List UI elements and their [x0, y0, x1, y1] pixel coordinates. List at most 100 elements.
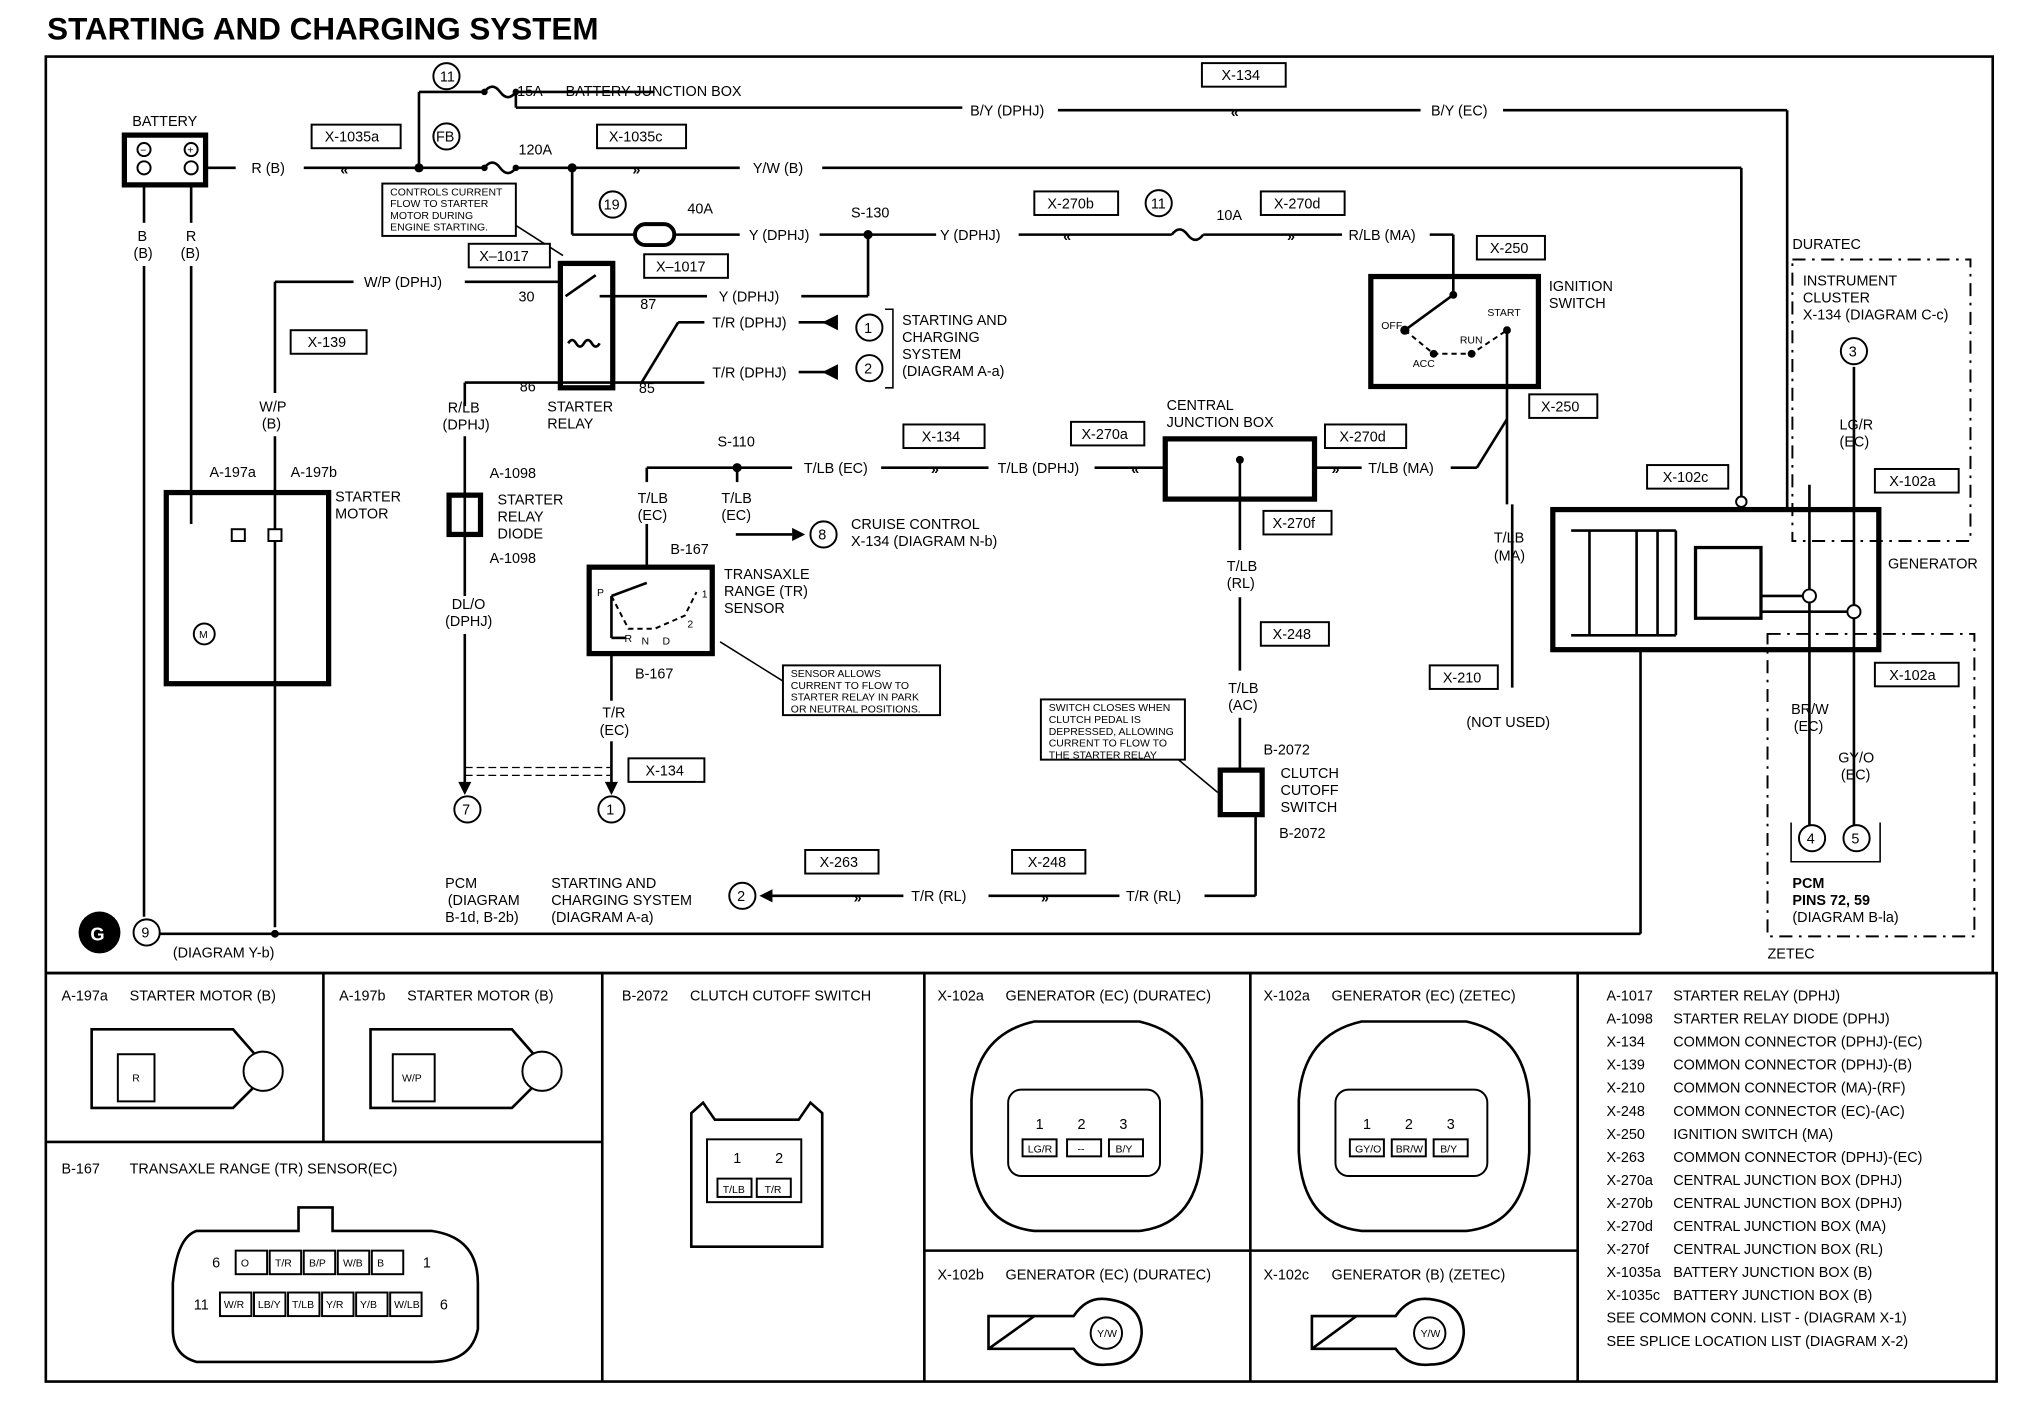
wire-label: B/Y (DPHJ): [970, 103, 1044, 119]
component-label: STARTER: [498, 492, 564, 508]
circle-ref-label: 1: [864, 321, 872, 337]
fb-label: FB: [436, 130, 454, 146]
wire-label: Y (DPHJ): [940, 228, 1001, 244]
legend-description: COMMON CONNECTOR (DPHJ)-(EC): [1673, 1035, 1922, 1051]
reference-label: CRUISE CONTROL: [851, 517, 980, 533]
wire-label: T/LB: [721, 491, 751, 507]
pin-cell: [287, 1291, 321, 1318]
svg-text:N: N: [642, 636, 650, 647]
wire-label: R/LB (MA): [1349, 228, 1416, 244]
legend-code: A-1017: [1606, 989, 1652, 1005]
reference-label: B-1d, B-2b): [445, 910, 519, 926]
svg-text:Y/W: Y/W: [1097, 1329, 1117, 1340]
pin-cell: [268, 1249, 303, 1276]
wire-label: B/Y (EC): [1431, 103, 1488, 119]
legend-description: BATTERY JUNCTION BOX (B): [1673, 1288, 1872, 1304]
wire-label: (EC): [721, 508, 751, 524]
svg-text:X-102c: X-102c: [1263, 1267, 1309, 1283]
circle-ref-label: 2: [737, 889, 745, 905]
connector-x270f: X-270f: [1273, 516, 1316, 532]
generator: [1550, 506, 1882, 653]
legend-description: CENTRAL JUNCTION BOX (MA): [1673, 1219, 1886, 1235]
reference-label: PCM: [1792, 876, 1824, 892]
connector-x263: X-263: [820, 855, 858, 871]
panel-b167: B-167 TRANSAXLE RANGE (TR) SENSOR(EC) 6 …: [62, 1161, 480, 1364]
legend-footer: SEE COMMON CONN. LIST - (DIAGRAM X-1): [1606, 1311, 1906, 1327]
svg-text:R: R: [625, 634, 633, 645]
svg-text:CLUTCH PEDAL IS: CLUTCH PEDAL IS: [1049, 715, 1141, 726]
reference-label: (DIAGRAM: [448, 893, 520, 909]
component-label: INSTRUMENT: [1803, 274, 1898, 290]
pin-label: T/LB: [292, 1300, 314, 1311]
legend-code: X-270a: [1606, 1173, 1652, 1189]
wire-label: T/LB (DPHJ): [998, 461, 1080, 477]
component-label: CENTRAL: [1167, 398, 1234, 414]
wire-label: Y (DPHJ): [749, 228, 810, 244]
reference-label: CHARGING: [902, 330, 980, 346]
svg-text:--: --: [1078, 1144, 1085, 1155]
circle-ref-label: 5: [1851, 831, 1859, 847]
component-label: CLUTCH: [1280, 766, 1338, 782]
svg-text:3: 3: [1447, 1117, 1455, 1133]
connector-x102c: X-102c: [1663, 470, 1709, 486]
not-used-label: (NOT USED): [1466, 715, 1550, 731]
svg-text:X-102a: X-102a: [937, 989, 983, 1005]
svg-text:GENERATOR (EC) (DURATEC): GENERATOR (EC) (DURATEC): [1006, 989, 1211, 1005]
wire-label: (DPHJ): [443, 418, 490, 434]
wire-label: (EC): [600, 723, 630, 739]
starter-relay-diode: [446, 492, 484, 538]
svg-text:GY/O: GY/O: [1355, 1144, 1381, 1155]
legend-code: X-139: [1606, 1058, 1644, 1074]
svg-text:STARTER MOTOR (B): STARTER MOTOR (B): [407, 989, 553, 1005]
wire-label: (EC): [1794, 719, 1824, 735]
wire-label: T/R (RL): [1126, 889, 1181, 905]
wire-label: (EC): [1840, 435, 1870, 451]
svg-text:B/Y: B/Y: [1116, 1144, 1133, 1155]
svg-text:»: »: [1332, 462, 1340, 478]
connector-x1017: X–1017: [656, 259, 706, 275]
connector-b2072: B-2072: [1279, 826, 1325, 842]
svg-text:3: 3: [1119, 1117, 1127, 1133]
legend-description: STARTER RELAY DIODE (DPHJ): [1673, 1012, 1889, 1028]
connector-x270b: X-270b: [1047, 196, 1093, 212]
svg-text:SWITCH CLOSES WHEN: SWITCH CLOSES WHEN: [1049, 703, 1171, 714]
svg-text:THE STARTER RELAY: THE STARTER RELAY: [1049, 750, 1157, 761]
svg-text:STARTER MOTOR (B): STARTER MOTOR (B): [130, 989, 276, 1005]
svg-text:X-102a: X-102a: [1263, 989, 1309, 1005]
component-label: STARTER: [335, 490, 401, 506]
circle-ref-label: 11: [1151, 196, 1166, 212]
legend-code: A-1098: [1606, 1012, 1652, 1028]
svg-text:B-2072: B-2072: [622, 989, 668, 1005]
wire-label: T/R (DPHJ): [712, 365, 786, 381]
fuse-40a: [633, 222, 677, 248]
pin-label: Y/R: [326, 1300, 344, 1311]
legend-code: X-248: [1606, 1104, 1644, 1120]
svg-text:GENERATOR (B) (ZETEC): GENERATOR (B) (ZETEC): [1332, 1267, 1506, 1283]
panel-a197a: A-197a STARTER MOTOR (B) R: [62, 989, 284, 1110]
connector-x102a: X-102a: [1889, 474, 1935, 490]
component-label: STARTER: [547, 399, 613, 415]
pin-cell: [389, 1291, 423, 1318]
legend-description: STARTER RELAY (DPHJ): [1673, 989, 1840, 1005]
legend-code: X-1035a: [1606, 1265, 1660, 1281]
wire-label: Y/W (B): [753, 161, 803, 177]
wire-label: T/R (DPHJ): [712, 316, 786, 332]
pin-label: 85: [639, 381, 655, 397]
connector-a197a: A-197a: [209, 465, 255, 481]
wire-label: R/LB: [448, 401, 480, 417]
connector-x270a: X-270a: [1081, 427, 1127, 443]
panel-x102c: X-102c GENERATOR (B) (ZETEC) Y/W: [1263, 1267, 1506, 1367]
svg-text:−: −: [140, 145, 146, 156]
wire-label: (AC): [1228, 698, 1258, 714]
pin-cell: [302, 1249, 337, 1276]
svg-text:DEPRESSED, ALLOWING: DEPRESSED, ALLOWING: [1049, 727, 1174, 738]
wire-label: (B): [181, 246, 200, 262]
circle-ref-label: 9: [141, 926, 149, 942]
svg-text:OR NEUTRAL POSITIONS.: OR NEUTRAL POSITIONS.: [791, 705, 921, 716]
component-label: CUTOFF: [1280, 783, 1338, 799]
pin-label: 87: [640, 297, 656, 313]
reference-label: (DIAGRAM A-a): [902, 364, 1004, 380]
svg-text:STARTER RELAY IN PARK: STARTER RELAY IN PARK: [791, 693, 919, 704]
connector-a197b: A-197b: [291, 465, 337, 481]
